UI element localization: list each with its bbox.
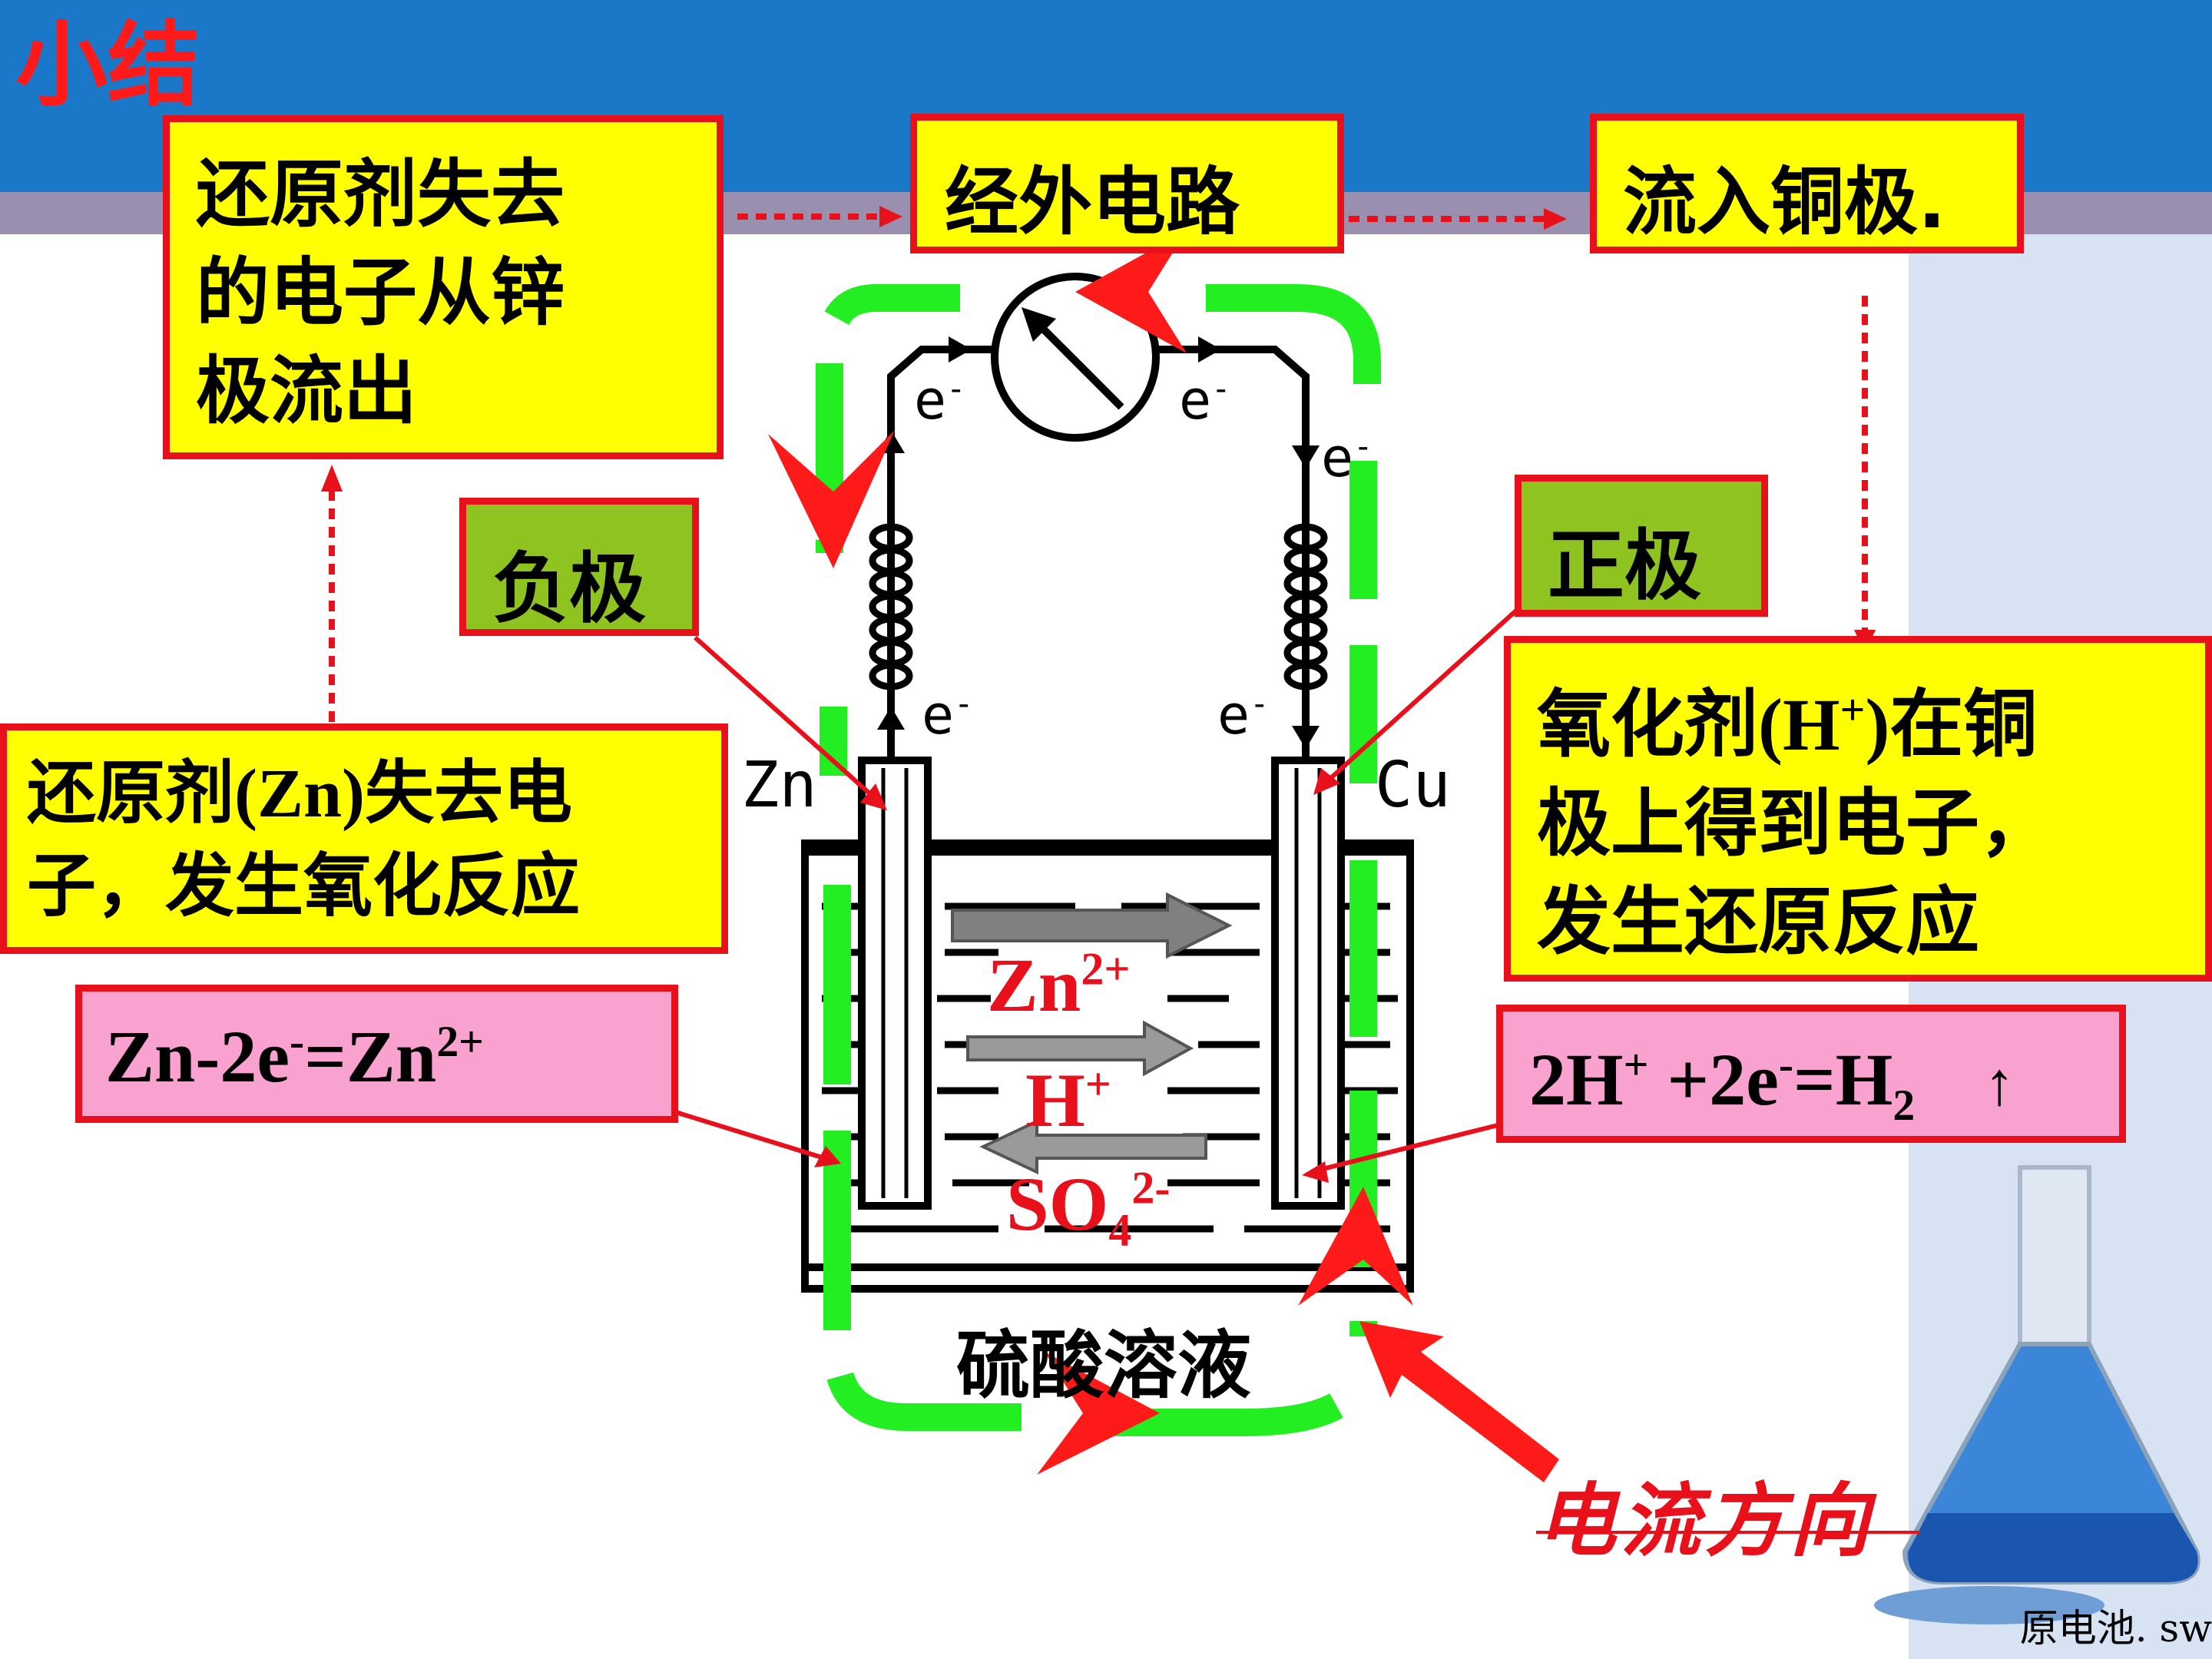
cu-label: Cu (1375, 749, 1451, 822)
anode-equation-box: Zn-2e-=Zn2+ (75, 985, 678, 1123)
negative-electrode-box: 负极 (459, 498, 699, 636)
electron-label: e- (1321, 426, 1373, 489)
ion-so4-label: SO42- (1006, 1160, 1170, 1257)
electron-label: e- (1179, 369, 1230, 432)
oxidation-box: 还原剂(Zn)失去电 子，发生氧化反应 (0, 724, 728, 954)
arrow-head (321, 465, 343, 492)
arrow-head (879, 206, 902, 227)
zinc-electrode (862, 760, 928, 1206)
electron-label: e- (1217, 684, 1269, 747)
zinc-flow-box: 还原剂失去 的电子从锌 极流出 (163, 115, 724, 459)
electron-label: e- (922, 684, 973, 747)
cathode-equation-box: 2H+ +2e-=H2↑ (1496, 1005, 2126, 1143)
external-circuit-box: 经外电路 (910, 114, 1344, 253)
into-copper-box: 流入铜极. (1590, 114, 2024, 253)
solution-label: 硫酸溶液 (956, 1306, 1251, 1412)
ion-h-label: H+ (1025, 1056, 1111, 1144)
zn-label: Zn (741, 749, 817, 822)
ion-zn-label: Zn2+ (987, 941, 1131, 1029)
copper-electrode (1275, 760, 1341, 1206)
positive-electrode-box: 正极 (1515, 475, 1768, 617)
arrow-head (1544, 208, 1567, 230)
footer-filename: 原电池. sw (2020, 1598, 2212, 1653)
electron-label: e- (914, 369, 965, 432)
current-direction-label: 电流方向 (1536, 1455, 1874, 1571)
reduction-box: 氧化剂(H+)在铜 极上得到电子， 发生还原反应 (1504, 636, 2212, 982)
